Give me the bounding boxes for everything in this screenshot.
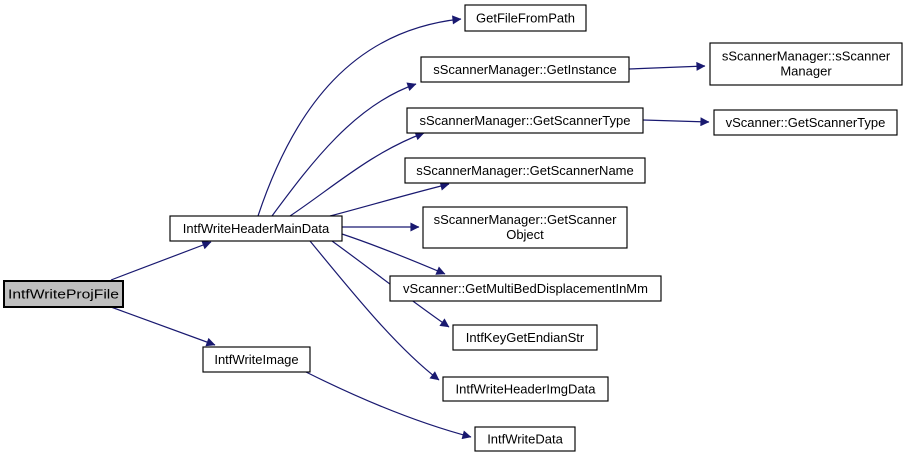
node-box (169, 215, 343, 242)
node-intf-write-header-main-data[interactable]: IntfWriteHeaderMainData (169, 215, 343, 242)
node-label: Manager (780, 64, 832, 79)
node-intf-key-get-endian-str[interactable]: IntfKeyGetEndianStr (452, 324, 598, 351)
edge-sscannermanager-getscannertype--to--vscanner-getscannertype (642, 117, 710, 127)
node-box (422, 206, 628, 249)
node-sscannermanager-getscannername[interactable]: sScannerManager::GetScannerName (404, 157, 646, 184)
node-label: sScannerManager::GetScanner (434, 212, 617, 227)
node-label: sScannerManager::GetScannerType (419, 113, 630, 128)
node-label: IntfWriteHeaderImgData (456, 382, 597, 397)
edge-intf-write-proj-file--to--intf-write-image (110, 306, 216, 347)
edge-intf-write-header-main-data--to--vscanner-getmultibeddisplacementinmm (341, 233, 446, 275)
node-sscannermanager-sscannermanager[interactable]: sScannerManager::sScannerManager (709, 42, 903, 86)
node-label: vScanner::GetMultiBedDisplacementInMm (403, 281, 648, 296)
node-label: Object (506, 227, 544, 242)
node-box (713, 109, 898, 136)
node-label: sScannerManager::sScanner (722, 49, 891, 64)
node-box (420, 56, 630, 83)
edge-intf-write-header-main-data--to--sscannermanager-getscannername (329, 181, 450, 217)
node-intf-write-header-img-data[interactable]: IntfWriteHeaderImgData (442, 376, 609, 402)
node-label: sScannerManager::GetScannerName (416, 163, 634, 178)
node-label: sScannerManager::GetInstance (433, 62, 617, 77)
node-sscannermanager-getscannertype[interactable]: sScannerManager::GetScannerType (406, 107, 644, 134)
node-label: IntfWriteProjFile (8, 287, 119, 302)
node-box (442, 376, 609, 402)
node-label: vScanner::GetScannerType (726, 115, 886, 130)
edges-layer (110, 15, 710, 440)
node-box (404, 157, 646, 184)
edge-intf-write-header-main-data--to--get-file-from-path (257, 15, 462, 217)
node-intf-write-image[interactable]: IntfWriteImage (202, 346, 311, 373)
node-get-file-from-path[interactable]: GetFileFromPath (464, 4, 587, 32)
edge-intf-write-header-main-data--to--sscannermanager-getscannertype (289, 131, 425, 217)
edge-intf-write-proj-file--to--intf-write-header-main-data (110, 240, 212, 281)
node-label: IntfWriteData (487, 432, 563, 447)
node-box (389, 275, 662, 302)
node-label: IntfWriteImage (214, 352, 298, 367)
node-box (474, 426, 576, 452)
node-vscanner-getscannertype[interactable]: vScanner::GetScannerType (713, 109, 898, 136)
node-intf-write-data[interactable]: IntfWriteData (474, 426, 576, 452)
edge-sscannermanager-getinstance--to--sscannermanager-sscannermanager (628, 61, 706, 71)
node-box (202, 346, 311, 373)
node-box (452, 324, 598, 351)
nodes-layer: IntfWriteProjFile IntfWriteHeaderMainData… (3, 4, 903, 452)
node-box (406, 107, 644, 134)
node-box (464, 4, 587, 32)
node-label: GetFileFromPath (476, 11, 575, 26)
node-sscannermanager-getinstance[interactable]: sScannerManager::GetInstance (420, 56, 630, 83)
edge-intf-write-header-main-data--to--intf-write-header-img-data (309, 240, 440, 381)
node-label: IntfWriteHeaderMainData (183, 221, 330, 236)
node-vscanner-getmultibeddisplacementinmm[interactable]: vScanner::GetMultiBedDisplacementInMm (389, 275, 662, 302)
node-label: IntfKeyGetEndianStr (466, 330, 585, 345)
node-box (709, 42, 903, 86)
edge-intf-write-image--to--intf-write-data (305, 371, 472, 440)
node-intf-write-proj-file[interactable]: IntfWriteProjFile (3, 280, 124, 308)
edge-intf-write-header-main-data--to--sscannermanager-getinstance (271, 82, 417, 217)
node-box (3, 280, 124, 308)
